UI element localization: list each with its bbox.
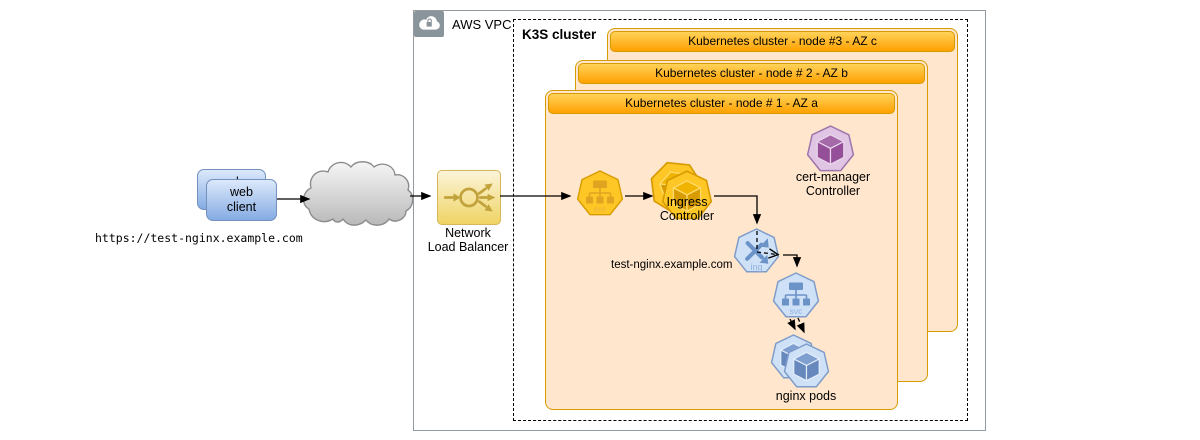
web-client-line1: web: [230, 185, 253, 199]
internet-cloud-icon: [303, 161, 413, 226]
pod-cube-icon: [672, 180, 702, 212]
ingress-resource-label: ing: [751, 262, 763, 272]
service-hexagon-blue: svc: [772, 272, 820, 318]
ingress-controller-line2: Controller: [659, 209, 715, 223]
k8s-node-3-header: Kubernetes cluster - node #3 - AZ c: [610, 31, 955, 52]
web-client-line2: client: [226, 200, 257, 214]
ingress-controller-line1: Ingress: [666, 195, 708, 209]
nlb-icon: [443, 183, 496, 212]
nlb-box: [437, 170, 501, 225]
k3s-cluster-label: K3S cluster: [522, 27, 597, 42]
cert-manager-line2: Controller: [805, 184, 861, 198]
gold-service-label: svc: [594, 204, 608, 214]
nginx-pod-front: [783, 343, 830, 388]
aws-vpc-container: AWS VPC: [413, 10, 986, 431]
blue-service-label: svc: [790, 306, 804, 316]
nlb-label-line2: Load Balancer: [427, 240, 509, 254]
k8s-node-2-header: Kubernetes cluster - node # 2 - AZ b: [578, 63, 925, 84]
cert-manager-label: cert-manager Controller: [778, 170, 888, 198]
ingress-resource-icon: ing: [733, 228, 780, 273]
pod-cube-icon: [816, 134, 845, 165]
service-hexagon-gold: svc: [576, 170, 624, 216]
nlb-label: Network Load Balancer: [413, 226, 523, 254]
cert-manager-pod: [806, 125, 855, 172]
ingress-host-label: test-nginx.example.com: [611, 259, 733, 271]
ingress-controller-label: Ingress Controller: [632, 195, 742, 223]
nginx-pods-label: nginx pods: [775, 389, 837, 403]
svc-tree-icon-blue: [782, 282, 810, 306]
client-url-label: https://test-nginx.example.com: [95, 231, 303, 245]
k8s-node-1-header: Kubernetes cluster - node # 1 - AZ a: [548, 93, 895, 114]
pod-cube-icon: [793, 351, 820, 382]
nlb-label-line1: Network: [445, 226, 491, 240]
web-client-front: web client: [206, 179, 277, 221]
k3s-cluster-container: K3S cluster: [513, 19, 968, 421]
vpc-cloud-lock-icon: [414, 11, 444, 37]
cert-manager-line1: cert-manager: [795, 170, 871, 184]
ingress-controller-pod-front: [661, 170, 713, 220]
svc-tree-icon-gold: [586, 180, 614, 204]
vpc-label: AWS VPC: [452, 17, 512, 32]
